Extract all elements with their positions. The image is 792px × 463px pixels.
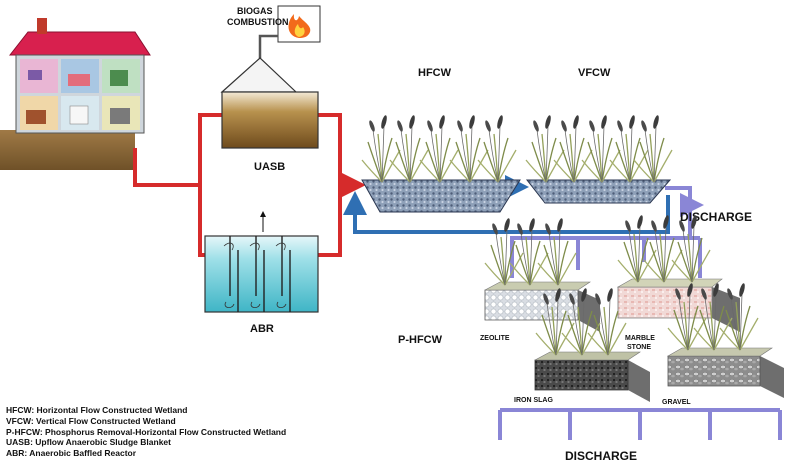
legend-item: P-HFCW: Phosphorus Removal-Horizontal Fl… xyxy=(6,426,287,437)
legend-item: HFCW: Horizontal Flow Constructed Wetlan… xyxy=(6,405,188,415)
gravel-bed: GRAVEL xyxy=(662,282,784,406)
influent-pipes xyxy=(133,113,366,257)
vfcw-label: VFCW xyxy=(578,67,611,79)
marble-label: MARBLE xyxy=(625,335,655,342)
phfcw-label: P-HFCW xyxy=(398,334,443,346)
gravel-label: GRAVEL xyxy=(662,399,691,406)
uasb-label: UASB xyxy=(254,161,285,173)
discharge-pipes xyxy=(498,186,782,440)
wetland-plants-icon xyxy=(525,114,673,183)
flame-icon xyxy=(288,14,311,38)
stone-label: STONE xyxy=(627,344,651,351)
biogas-combustion: BIOGAS COMBUSTION xyxy=(227,5,321,58)
combustion-label: COMBUSTION xyxy=(227,17,289,27)
iron-slag-label: IRON SLAG xyxy=(514,397,553,404)
legend-item: VFCW: Vertical Flow Constructed Wetland xyxy=(6,415,176,426)
abr-label: ABR xyxy=(250,323,274,335)
house-icon xyxy=(0,18,151,170)
hfcw-label: HFCW xyxy=(418,67,452,79)
zeolite-label: ZEOLITE xyxy=(480,335,510,342)
abr-reactor: ABR xyxy=(204,211,319,335)
wetland-plants-icon xyxy=(361,114,517,183)
discharge-top-label: DISCHARGE xyxy=(680,210,752,224)
legend-item: UASB: Upflow Anaerobic Sludge Blanket xyxy=(6,437,171,448)
biogas-label: BIOGAS xyxy=(237,6,273,16)
uasb-reactor: UASB xyxy=(220,57,319,173)
vfcw-wetland: VFCW xyxy=(525,67,673,204)
iron-slag-bed: IRON SLAG xyxy=(514,287,650,404)
legend: HFCW: Horizontal Flow Constructed Wetlan… xyxy=(6,405,286,459)
legend-item: ABR: Anaerobic Baffled Reactor xyxy=(6,448,137,459)
hfcw-wetland: HFCW xyxy=(361,67,521,213)
discharge-bottom-label: DISCHARGE xyxy=(565,449,637,463)
